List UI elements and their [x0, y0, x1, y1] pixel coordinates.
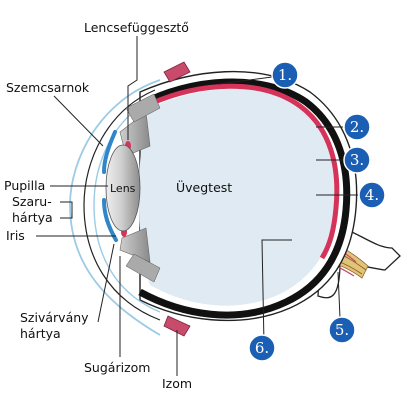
izom-label: Izom	[162, 376, 192, 391]
lens-label: Lens	[110, 182, 136, 195]
svg-text:6.: 6.	[255, 339, 269, 357]
ciliary-body-lower	[125, 253, 161, 283]
svg-text:1.: 1.	[278, 66, 292, 84]
marker-3: 3.	[343, 146, 371, 174]
szaruhartya-label-2: hártya	[12, 210, 53, 225]
lencsefuggeszto-label: Lencsefüggesztő	[84, 20, 189, 35]
svg-text:3.: 3.	[350, 151, 364, 169]
marker-4: 4.	[358, 181, 386, 209]
marker-2: 2.	[343, 113, 371, 141]
marker-6: 6.	[248, 334, 276, 362]
uvegtest-label: Üvegtest	[176, 179, 232, 195]
lens	[105, 144, 141, 232]
vitreous-body	[138, 88, 337, 306]
szivarvanyhartya-label-2: hártya	[20, 326, 61, 341]
cornea	[69, 79, 161, 336]
ciliary-body-upper	[125, 93, 161, 123]
upper-eye-muscle	[163, 61, 191, 83]
iris-lower-body	[119, 227, 151, 263]
svg-text:2.: 2.	[350, 118, 364, 136]
iris-label: Iris	[6, 228, 25, 243]
szemcsarnok-label: Szemcsarnok	[6, 80, 90, 95]
pupilla-label: Pupilla	[4, 178, 45, 193]
leader-lines	[36, 36, 358, 376]
cornea-inner	[93, 97, 161, 313]
szivarvanyhartya-label-1: Szivárvány	[20, 310, 89, 325]
svg-text:4.: 4.	[365, 186, 379, 204]
eyeball	[138, 70, 358, 322]
szaruhartya-label-1: Szaru-	[12, 194, 52, 209]
choroid	[138, 78, 351, 319]
marker-1: 1.	[271, 61, 299, 89]
svg-text:5.: 5.	[335, 321, 349, 339]
iris-upper	[102, 130, 117, 174]
sugarizom-label: Sugárizom	[84, 360, 150, 375]
lower-eye-muscle	[163, 315, 191, 337]
iris-lower	[102, 198, 118, 242]
marker-5: 5.	[328, 316, 356, 344]
